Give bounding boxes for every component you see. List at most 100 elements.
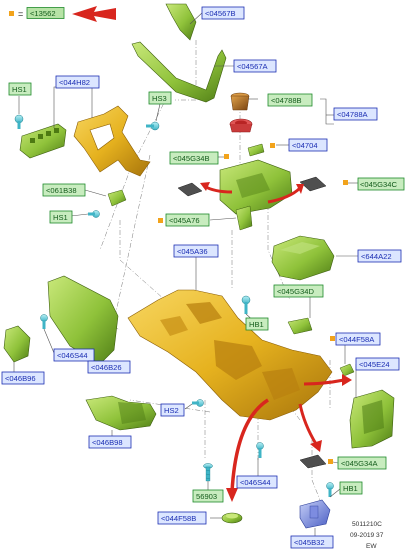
svg-text:<045A76: <045A76 <box>169 216 200 225</box>
legend: = <13562 <box>9 6 116 22</box>
part-04567A-bezel <box>131 41 227 103</box>
label-04567B[interactable]: <04567B <box>201 6 245 20</box>
screw-hs1-top <box>14 114 24 129</box>
label-044H82[interactable]: <044H82 <box>55 75 100 89</box>
label-045A76[interactable]: <045A76 <box>165 213 210 227</box>
label-hb1-bottom[interactable]: HB1 <box>339 481 363 495</box>
leader-lines <box>13 12 358 536</box>
part-04704-clip <box>247 143 265 157</box>
svg-text:<046S44: <046S44 <box>57 351 88 360</box>
label-046S44-bottom[interactable]: <046S44 <box>236 475 278 489</box>
label-045B32[interactable]: <045B32 <box>290 535 334 549</box>
label-644A22[interactable]: <644A22 <box>357 249 402 263</box>
svg-text:HB1: HB1 <box>343 484 358 493</box>
arrow-down-left <box>230 398 269 493</box>
arrow-bin-right <box>267 186 302 204</box>
label-56903[interactable]: 56903 <box>192 489 224 503</box>
screw-hs1-mid <box>88 210 100 218</box>
svg-text:HS1: HS1 <box>12 85 27 94</box>
label-045G34C[interactable]: <045G34C <box>357 177 405 191</box>
part-045G34C-pad <box>299 176 327 192</box>
svg-text:<045E24: <045E24 <box>359 360 390 369</box>
svg-text:<044H82: <044H82 <box>59 78 90 87</box>
orange-key-square <box>9 11 14 16</box>
legend-equals: = <box>18 9 23 19</box>
footer-region: EW <box>366 543 377 550</box>
part-045B32-connector <box>299 499 331 529</box>
part-044F58A <box>339 363 355 377</box>
svg-text:56903: 56903 <box>196 492 217 501</box>
orange-key-044F58A <box>330 336 335 341</box>
svg-text:<046B26: <046B26 <box>91 363 122 372</box>
label-04567A[interactable]: <04567A <box>233 59 277 73</box>
bolt-56903 <box>203 463 213 482</box>
svg-text:<04567A: <04567A <box>237 62 269 71</box>
svg-text:HB1: HB1 <box>249 320 264 329</box>
svg-text:<046B96: <046B96 <box>5 374 36 383</box>
label-046B26[interactable]: <046B26 <box>87 360 131 374</box>
part-04788A-ring <box>229 118 253 133</box>
label-hs3[interactable]: HS3 <box>148 91 172 105</box>
orange-key-045G34C <box>343 180 348 185</box>
part-045A76 <box>235 205 253 231</box>
svg-text:<045A36: <045A36 <box>177 247 208 256</box>
svg-text:HS1: HS1 <box>53 213 68 222</box>
part-045G34D <box>287 317 313 335</box>
svg-text:<045B32: <045B32 <box>294 538 325 547</box>
footer-date: 09-2019 37 <box>350 532 384 539</box>
label-046S44-left[interactable]: <046S44 <box>53 348 95 362</box>
orange-key-045A76 <box>158 218 163 223</box>
label-045G34A[interactable]: <045G34A <box>337 456 387 470</box>
svg-text:<044F58B: <044F58B <box>161 514 196 523</box>
part-061B38 <box>107 189 127 207</box>
svg-text:<046S44: <046S44 <box>240 478 271 487</box>
arrow-right <box>303 378 345 386</box>
legend-code: <13562 <box>30 9 56 18</box>
label-hs2[interactable]: HS2 <box>160 403 185 417</box>
arrow-down-right <box>298 403 318 445</box>
label-hs1-mid[interactable]: HS1 <box>49 210 73 224</box>
label-04788A[interactable]: <04788A <box>333 107 378 121</box>
label-045G34B[interactable]: <045G34B <box>169 151 219 165</box>
svg-text:<04704: <04704 <box>292 141 318 150</box>
orange-key-04704 <box>270 143 275 148</box>
label-044F58B[interactable]: <044F58B <box>157 511 207 525</box>
label-045E24[interactable]: <045E24 <box>355 357 400 371</box>
svg-text:<04788A: <04788A <box>337 110 369 119</box>
label-046B96[interactable]: <046B96 <box>1 371 45 385</box>
svg-text:<045G34A: <045G34A <box>341 459 378 468</box>
part-044H82-panel <box>19 123 67 159</box>
label-061B38[interactable]: <061B38 <box>42 183 86 197</box>
svg-text:<044F58A: <044F58A <box>339 335 375 344</box>
svg-text:<04567B: <04567B <box>205 9 236 18</box>
footer: 5011210C 09-2019 37 EW <box>350 521 384 550</box>
bolt-hb1-bottom <box>326 482 334 497</box>
svg-text:<04788B: <04788B <box>271 96 302 105</box>
bolt-hb1-mid <box>241 295 251 314</box>
screw-046S44-bottom <box>256 442 264 458</box>
footer-code: 5011210C <box>352 521 382 528</box>
svg-text:<045G34B: <045G34B <box>173 154 210 163</box>
label-hb1-mid[interactable]: HB1 <box>245 317 269 331</box>
orange-key-045G34A <box>328 459 333 464</box>
label-044F58A[interactable]: <044F58A <box>335 332 381 346</box>
part-046B96-trim <box>3 325 31 363</box>
label-hs1-top[interactable]: HS1 <box>8 82 32 96</box>
part-044F58B-cap <box>221 512 243 524</box>
label-04704[interactable]: <04704 <box>288 138 328 152</box>
part-045G34B-pad <box>177 182 203 197</box>
label-045G34D[interactable]: <045G34D <box>273 284 324 298</box>
screw-046S44-left <box>40 314 48 329</box>
label-04788B[interactable]: <04788B <box>267 93 313 107</box>
svg-text:<644A22: <644A22 <box>361 252 392 261</box>
svg-text:HS2: HS2 <box>164 406 179 415</box>
part-upper-frame <box>73 105 151 177</box>
part-644A22-armrest <box>271 235 335 281</box>
screw-hs2 <box>192 399 204 407</box>
part-04567B-trim <box>165 3 197 41</box>
svg-text:<046B98: <046B98 <box>92 438 123 447</box>
label-045A36[interactable]: <045A36 <box>173 244 219 258</box>
part-045G34A-pad <box>299 454 327 469</box>
label-046B98[interactable]: <046B98 <box>88 435 132 449</box>
